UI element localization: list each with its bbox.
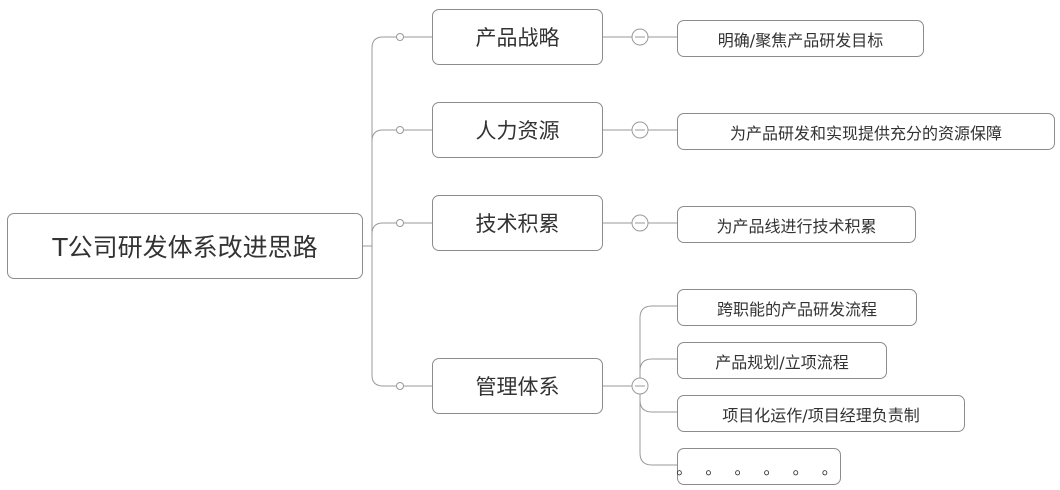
connector-dot bbox=[396, 219, 404, 227]
branch-node-management-system[interactable]: 管理体系 bbox=[432, 358, 603, 414]
connector-dot bbox=[396, 126, 404, 134]
collapse-toggle-1[interactable] bbox=[631, 28, 649, 46]
root-node[interactable]: T公司研发体系改进思路 bbox=[7, 213, 363, 279]
collapse-toggle-4[interactable] bbox=[631, 377, 649, 395]
leaf-node[interactable]: 明确/聚焦产品研发目标 bbox=[677, 20, 924, 57]
branch-node-human-resources[interactable]: 人力资源 bbox=[432, 102, 603, 158]
connector-dot bbox=[396, 382, 404, 390]
leaf-node[interactable]: 跨职能的产品研发流程 bbox=[677, 289, 917, 326]
leaf-node[interactable]: 产品规划/立项流程 bbox=[677, 342, 887, 379]
branch-node-product-strategy[interactable]: 产品战略 bbox=[432, 9, 603, 65]
leaf-node[interactable]: 为产品线进行技术积累 bbox=[677, 206, 916, 243]
leaf-node[interactable]: 项目化运作/项目经理负责制 bbox=[677, 395, 965, 432]
collapse-toggle-2[interactable] bbox=[631, 121, 649, 139]
collapse-toggle-3[interactable] bbox=[631, 214, 649, 232]
leaf-node-ellipsis[interactable]: 。 。 。 。 。 。 bbox=[676, 448, 841, 485]
connector-dot bbox=[396, 33, 404, 41]
branch-node-technology-accumulation[interactable]: 技术积累 bbox=[432, 195, 603, 251]
leaf-node[interactable]: 为产品研发和实现提供充分的资源保障 bbox=[677, 113, 1055, 150]
